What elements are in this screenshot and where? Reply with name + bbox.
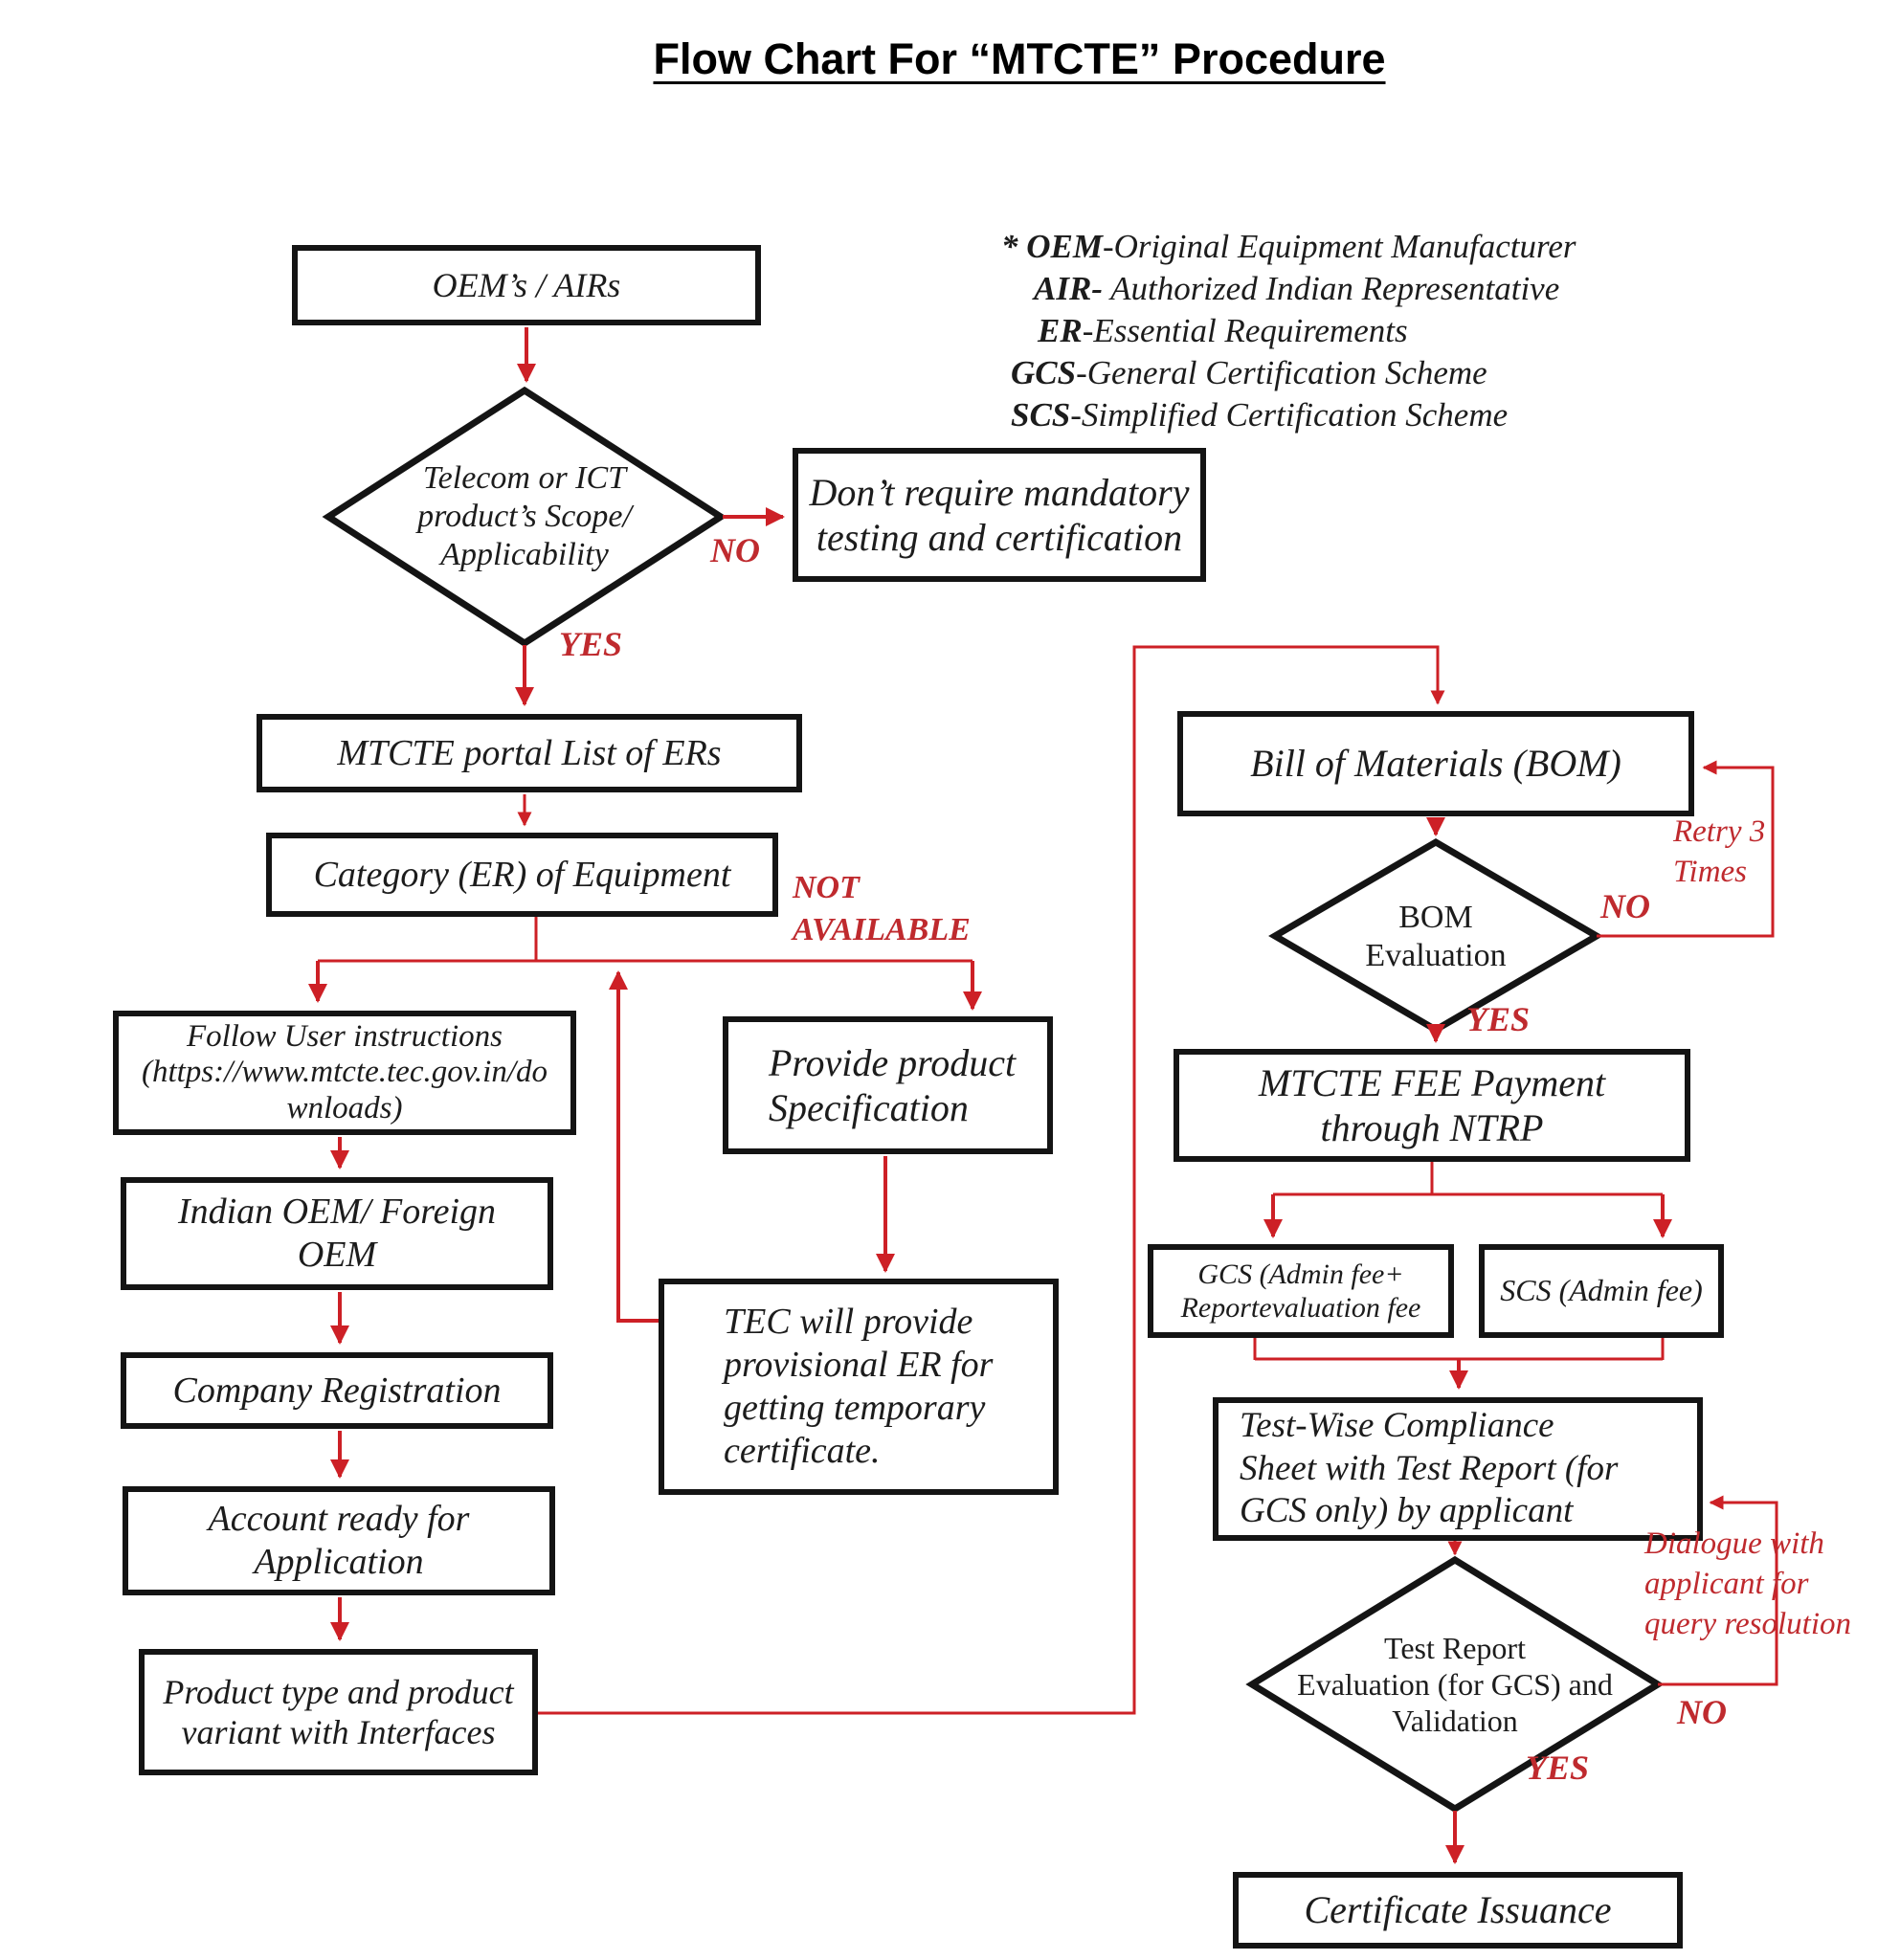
label-no-bom: NO [1600, 887, 1650, 925]
node-testwise-compliance: Test-Wise Compliance Sheet with Test Rep… [1213, 1397, 1703, 1541]
node-fee-payment-ntrp: MTCTE FEE Payment through NTRP [1174, 1049, 1690, 1162]
node-category-er: Category (ER) of Equipment [266, 833, 778, 917]
label-yes-scope: YES [559, 625, 623, 663]
node-follow-user-instructions: Follow User instructions (https://www.mt… [113, 1011, 576, 1135]
node-account-ready: Account ready for Application [123, 1486, 555, 1595]
legend-definition: -Simplified Certification Scheme [1070, 396, 1509, 434]
legend-item-er: ER-Essential Requirements [1038, 310, 1576, 352]
node-product-type-variant: Product type and product variant with In… [139, 1649, 538, 1775]
node-no-mandatory-testing: Don’t require mandatory testing and cert… [793, 448, 1206, 582]
legend-item-oem: * OEM-Original Equipment Manufacturer [1001, 226, 1576, 268]
legend-definition: -General Certification Scheme [1076, 354, 1487, 391]
label-retry-3-times: Retry 3 Times [1673, 814, 1766, 890]
label-not-available: NOT AVAILABLE [793, 870, 971, 947]
node-scs-fee: SCS (Admin fee) [1479, 1244, 1724, 1338]
label-no-test: NO [1677, 1693, 1727, 1731]
legend-item-air: AIR- Authorized Indian Representative [1034, 268, 1576, 310]
node-certificate-issuance: Certificate Issuance [1233, 1872, 1683, 1949]
label-no-scope: NO [710, 531, 760, 569]
node-mtcte-portal-list: MTCTE portal List of ERs [257, 714, 802, 792]
node-tec-provisional-er: TEC will provide provisional ER for gett… [659, 1279, 1059, 1495]
legend-item-scs: SCS-Simplified Certification Scheme [1011, 394, 1576, 436]
label-yes-bom: YES [1466, 1000, 1531, 1038]
decision-test-report-shape [1245, 1555, 1665, 1814]
legend-abbr: * OEM [1001, 228, 1103, 265]
node-gcs-fee: GCS (Admin fee+ Reportevaluation fee [1148, 1244, 1454, 1338]
label-dialogue: Dialogue with applicant for query resolu… [1644, 1526, 1851, 1642]
legend-abbr: ER [1038, 312, 1083, 349]
label-yes-test: YES [1526, 1748, 1590, 1787]
node-oem-airs: OEM’s / AIRs [292, 245, 761, 325]
page-title: Flow Chart For “MTCTE” Procedure [653, 34, 1386, 83]
legend-definition: Authorized Indian Representative [1102, 270, 1560, 307]
decision-test-report-label: Test Report Evaluation (for GCS) and Val… [1297, 1631, 1613, 1738]
edge-product-to-bom [538, 645, 1445, 1715]
legend-abbr: AIR- [1034, 270, 1103, 307]
legend-definition: -Original Equipment Manufacturer [1103, 228, 1576, 265]
decision-bom-label: BOM Evaluation [1365, 899, 1507, 973]
edge-test-eval-no-loop [1658, 1495, 1778, 1686]
edge-bom-retry-loop [1597, 760, 1775, 938]
legend-abbr: GCS [1011, 354, 1077, 391]
decision-scope-label: Telecom or ICT product’s Scope/ Applicab… [417, 459, 632, 573]
node-provide-product-spec: Provide product Specification [723, 1016, 1053, 1154]
node-bill-of-materials: Bill of Materials (BOM) [1177, 711, 1694, 816]
node-company-registration: Company Registration [121, 1352, 553, 1429]
legend-definition: -Essential Requirements [1082, 312, 1408, 349]
decision-scope-shape [322, 386, 727, 648]
node-indian-foreign-oem: Indian OEM/ Foreign OEM [121, 1177, 553, 1290]
legend-abbr: SCS [1011, 396, 1071, 434]
edge-tec-return [609, 970, 660, 1323]
legend-item-gcs: GCS-General Certification Scheme [1011, 352, 1576, 394]
legend: * OEM-Original Equipment Manufacturer AI… [1001, 226, 1576, 436]
